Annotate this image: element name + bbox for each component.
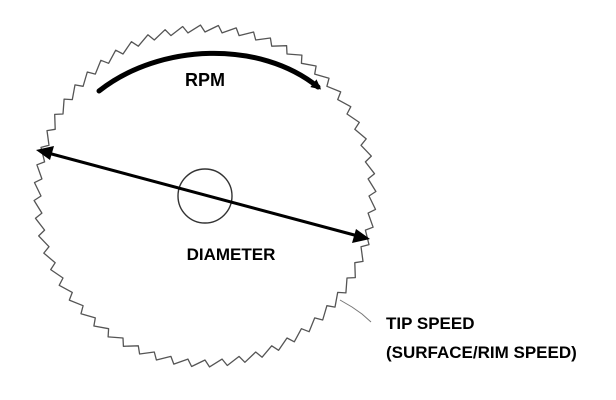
tip-speed-sublabel: (SURFACE/RIM SPEED) [386,343,577,362]
tip-speed-label: TIP SPEED [386,314,475,333]
arbor-hole [177,168,233,224]
tip-speed-leader-line [339,299,372,323]
rpm-label: RPM [185,70,225,90]
saw-blade-outline [33,24,377,368]
rpm-rotation-arrow [96,50,322,94]
diameter-label: DIAMETER [187,245,276,264]
diameter-arrowhead-left [36,146,54,160]
diameter-arrowhead-right [352,229,370,243]
diameter-arrow [36,146,370,243]
